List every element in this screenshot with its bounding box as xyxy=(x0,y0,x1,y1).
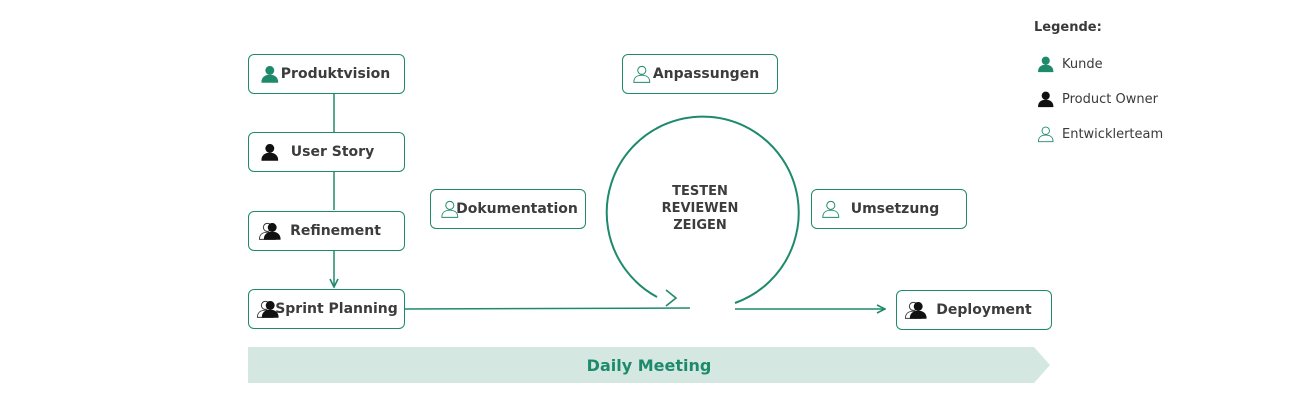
product-owner-icon xyxy=(1034,88,1056,110)
connector-sprintplanning-cycle xyxy=(403,307,691,310)
entwicklerteam-icon xyxy=(437,197,461,221)
legend-label-product-owner: Product Owner xyxy=(1062,91,1158,107)
product-owner-and-team-icon xyxy=(255,297,279,321)
cycle-line-zeigen: ZEIGEN xyxy=(673,218,727,233)
product-owner-and-team-icon xyxy=(257,219,281,243)
node-produktvision-label: Produktvision xyxy=(280,66,391,82)
node-deployment-label: Deployment xyxy=(936,302,1032,318)
daily-meeting-banner: Daily Meeting xyxy=(248,347,1050,383)
node-produktvision: Produktvision xyxy=(248,54,405,94)
kunde-icon xyxy=(1034,53,1056,75)
node-refinement-label: Refinement xyxy=(290,223,381,239)
entwicklerteam-icon xyxy=(1034,123,1056,145)
legend-label-kunde: Kunde xyxy=(1062,56,1103,72)
legend-item-entwicklerteam: Entwicklerteam xyxy=(1034,123,1163,145)
banner-arrow-shape xyxy=(248,347,1050,383)
node-umsetzung-label: Umsetzung xyxy=(850,201,940,217)
node-deployment: Deployment xyxy=(896,290,1052,330)
entwicklerteam-icon xyxy=(629,62,653,86)
legend-item-kunde: Kunde xyxy=(1034,53,1103,75)
entwicklerteam-icon xyxy=(818,197,842,221)
product-owner-icon xyxy=(257,140,281,164)
node-dokumentation-label: Dokumentation xyxy=(456,201,578,217)
node-user-story: User Story xyxy=(248,132,405,172)
legend-item-product-owner: Product Owner xyxy=(1034,88,1158,110)
node-sprint-planning-label: Sprint Planning xyxy=(275,301,398,317)
node-umsetzung: Umsetzung xyxy=(811,189,967,229)
cycle-line-reviewen: REVIEWEN xyxy=(661,201,739,216)
cycle-arrowhead xyxy=(665,289,678,307)
cycle-circle xyxy=(605,115,800,304)
kunde-icon xyxy=(257,62,281,86)
node-sprint-planning: Sprint Planning xyxy=(248,289,405,329)
product-owner-and-team-icon xyxy=(903,298,927,322)
node-anpassungen-label: Anpassungen xyxy=(652,66,760,82)
node-refinement: Refinement xyxy=(248,211,405,251)
legend-title: Legende: xyxy=(1034,20,1102,35)
legend-label-entwicklerteam: Entwicklerteam xyxy=(1062,126,1164,142)
node-dokumentation: Dokumentation xyxy=(430,189,586,229)
cycle-line-testen: TESTEN xyxy=(672,184,728,199)
daily-meeting-label: Daily Meeting xyxy=(586,355,712,375)
node-anpassungen: Anpassungen xyxy=(622,54,778,94)
node-user-story-label: User Story xyxy=(290,144,375,160)
cycle-text: TESTEN REVIEWEN ZEIGEN xyxy=(620,183,780,234)
